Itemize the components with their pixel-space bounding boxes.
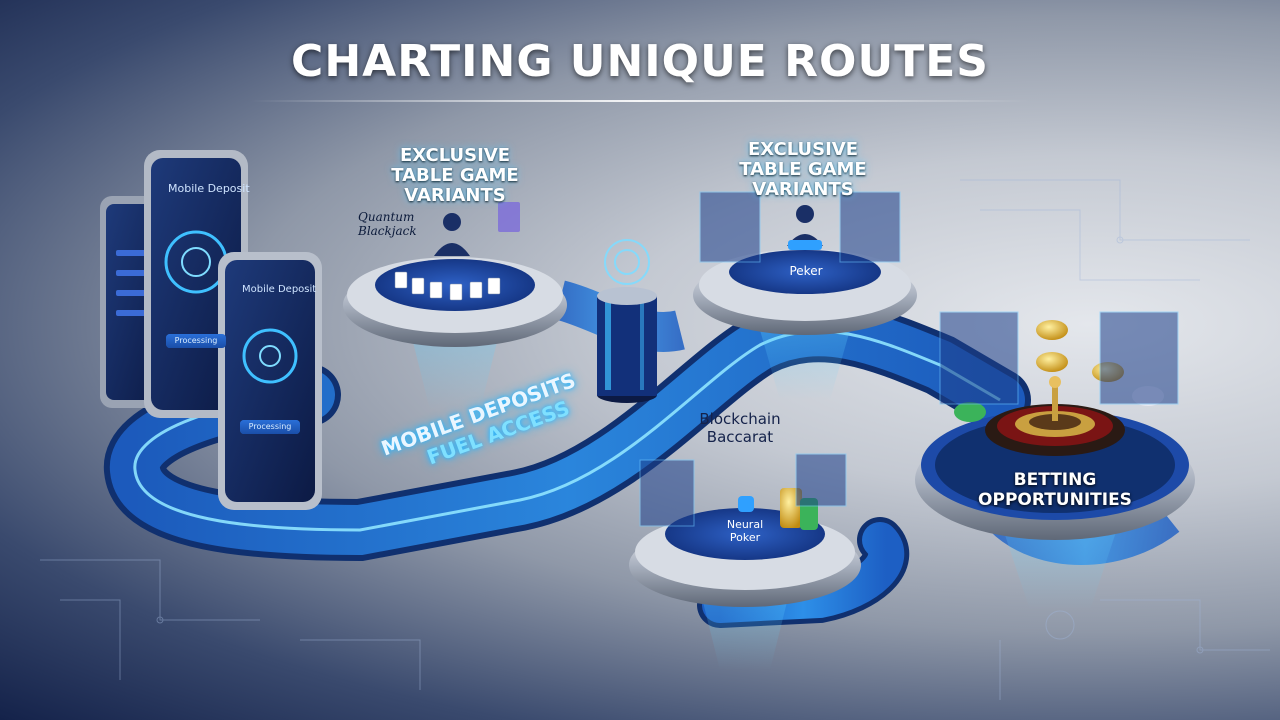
phone-middle-label: Mobile Deposit <box>168 182 250 195</box>
station-roulette <box>915 376 1195 610</box>
station2-header-line3: VARIANTS <box>752 179 854 200</box>
station-neural-poker <box>629 488 861 670</box>
station4-label-line1: BETTING <box>1013 470 1097 490</box>
station4-label-line2: OPPORTUNITIES <box>978 490 1132 510</box>
station1-header-line2: TABLE GAME <box>391 165 519 186</box>
station2-header-line1: EXCLUSIVE <box>747 139 859 160</box>
phone-front <box>218 252 322 510</box>
station3-header: Blockchain Baccarat <box>680 410 800 446</box>
station1-label: Quantum Blackjack <box>358 210 417 238</box>
station-quantum-blackjack <box>343 202 567 410</box>
station1-label-line2: Blackjack <box>358 224 417 238</box>
station3-header-line2: Baccarat <box>706 428 774 446</box>
station1-header-line1: EXCLUSIVE <box>399 145 511 166</box>
data-pillar <box>597 239 657 403</box>
page-title: CHARTING UNIQUE ROUTES <box>291 36 989 87</box>
station3-table-label-line1: Neural <box>726 518 764 531</box>
station3-table-label-line2: Poker <box>729 531 761 544</box>
station1-label-line1: Quantum <box>358 210 415 224</box>
station2-header: EXCLUSIVE TABLE GAME VARIANTS <box>728 140 878 200</box>
station3-table-label: Neural Poker <box>712 518 778 544</box>
station-peker <box>693 205 917 400</box>
station2-table-label: Peker <box>789 264 823 278</box>
station2-header-line2: TABLE GAME <box>739 159 867 180</box>
holo-panels <box>639 191 1179 527</box>
title-divider <box>250 100 1030 102</box>
station4-label: BETTING OPPORTUNITIES <box>960 470 1150 510</box>
phone-front-label: Mobile Deposit <box>242 284 317 295</box>
station1-header-line3: VARIANTS <box>404 185 506 206</box>
phone-front-button[interactable]: Processing <box>240 420 300 434</box>
station3-header-line1: Blockchain <box>699 410 781 428</box>
phone-middle-button[interactable]: Processing <box>166 334 226 348</box>
station1-header: EXCLUSIVE TABLE GAME VARIANTS <box>380 146 530 206</box>
circuit-lines <box>40 179 1270 700</box>
